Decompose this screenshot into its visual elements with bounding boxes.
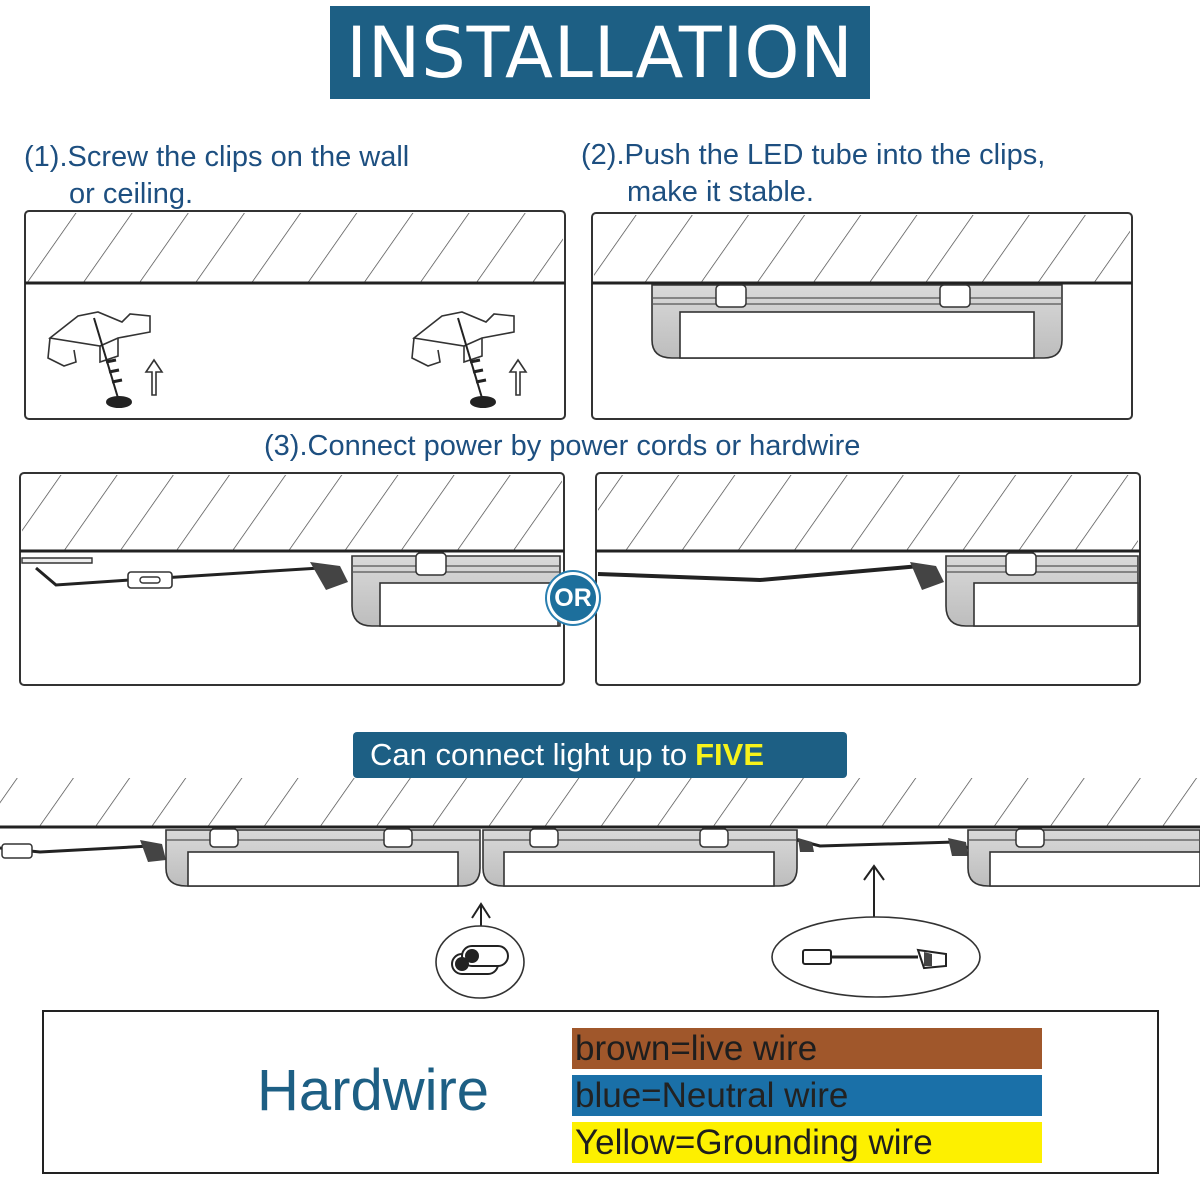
- led-tube-icon: [351, 552, 561, 627]
- panel-step-3-hardwire: [595, 472, 1141, 686]
- connect-count-banner: Can connect light up to FIVE: [353, 732, 847, 778]
- installation-title: INSTALLATION: [330, 6, 870, 99]
- clip-icon: [411, 311, 515, 367]
- hardwire-title: Hardwire: [257, 1058, 490, 1123]
- led-tube-icon: [651, 284, 1063, 359]
- connector-icon: [435, 925, 525, 999]
- hardwire-legend: Hardwire brown=live wire blue=Neutral wi…: [42, 1010, 1159, 1174]
- up-arrow-icon: [508, 358, 528, 396]
- yellow-wire-label: Yellow=Grounding wire: [572, 1122, 1042, 1163]
- panel-step-2: [591, 212, 1133, 420]
- step-1-line-2: or ceiling.: [69, 178, 194, 210]
- led-tube-icon: [482, 828, 798, 887]
- step-2-line-2: make it stable.: [627, 176, 814, 208]
- brown-wire-label: brown=live wire: [572, 1028, 1042, 1069]
- step-2-line-1: (2).Push the LED tube into the clips,: [581, 139, 1046, 171]
- connect-highlight: FIVE: [695, 737, 765, 772]
- step-1-caption: (1).Screw the clips on the wall or ceili…: [24, 139, 409, 213]
- led-tube-icon: [945, 552, 1139, 627]
- clip-icon: [47, 311, 151, 367]
- step-3-caption: (3).Connect power by power cords or hard…: [264, 430, 861, 462]
- plug-cord-icon: [21, 557, 348, 590]
- screw-icon: [457, 317, 496, 408]
- screw-icon: [93, 317, 132, 408]
- linked-tubes-diagram: [0, 778, 1200, 999]
- up-arrow-icon: [471, 864, 885, 928]
- panel-step-1: [24, 210, 566, 420]
- linking-cable-icon: [771, 916, 981, 998]
- or-badge: OR: [550, 575, 596, 621]
- up-arrow-icon: [144, 358, 164, 396]
- led-tube-icon: [165, 828, 481, 887]
- step-2-caption: (2).Push the LED tube into the clips, ma…: [581, 137, 1045, 211]
- panel-step-3-cord: [19, 472, 565, 686]
- led-tube-icon: [967, 828, 1200, 887]
- connect-prefix: Can connect light up to: [370, 737, 688, 772]
- blue-wire-label: blue=Neutral wire: [572, 1075, 1042, 1116]
- step-1-line-1: (1).Screw the clips on the wall: [24, 141, 410, 173]
